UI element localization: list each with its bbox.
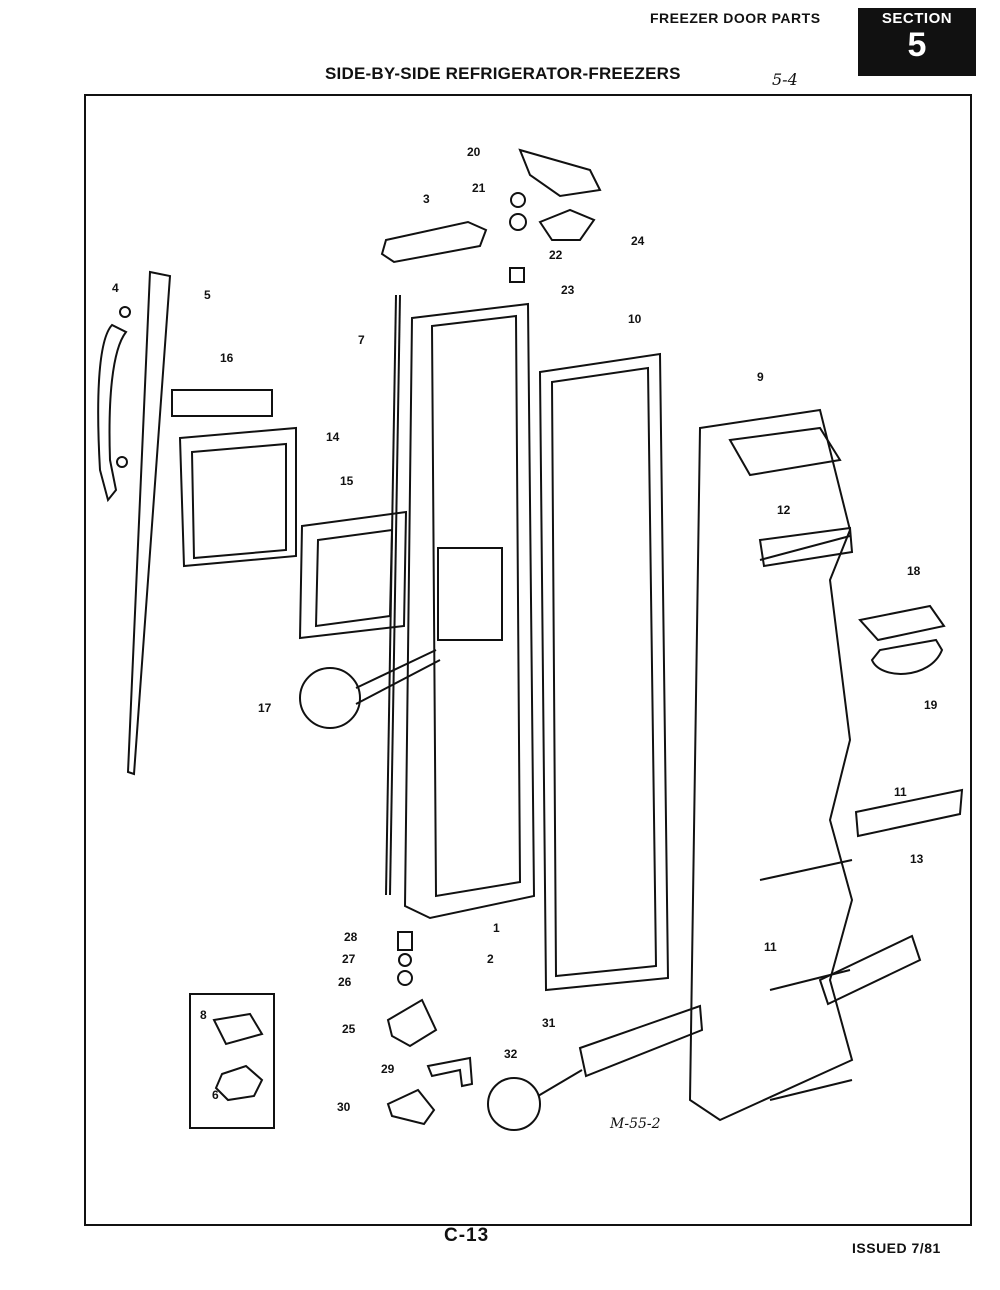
callout-17: 17 <box>258 701 272 715</box>
callout-29: 29 <box>381 1062 395 1076</box>
part-31-rail <box>578 1004 704 1078</box>
parts-6-8-inset <box>189 993 275 1129</box>
part-19-bracket <box>870 638 944 675</box>
drawing-code: M-55-2 <box>610 1116 661 1132</box>
callout-5: 5 <box>204 288 211 302</box>
part-30-cover <box>386 1088 436 1126</box>
callout-25: 25 <box>342 1022 356 1036</box>
part-17-detail <box>299 667 361 729</box>
callout-22: 22 <box>549 248 563 262</box>
section-label: SECTION <box>881 10 953 27</box>
callout-32: 32 <box>504 1047 518 1061</box>
section-badge: SECTION 5 <box>858 8 976 76</box>
callout-27: 27 <box>342 952 356 966</box>
page-title: SIDE-BY-SIDE REFRIGERATOR-FREEZERS <box>325 64 681 83</box>
callout-19: 19 <box>924 698 938 712</box>
callout-12: 12 <box>777 503 791 517</box>
part-4-handle <box>97 323 128 503</box>
callout-10: 10 <box>628 312 642 326</box>
section-number: 5 <box>907 26 927 64</box>
part-23-cap <box>509 267 525 283</box>
part-15-plate <box>298 510 408 640</box>
part-12-shelf <box>758 526 854 568</box>
section-title: FREEZER DOOR PARTS <box>650 10 821 26</box>
callout-23: 23 <box>561 283 575 297</box>
part-14-frame <box>178 426 297 568</box>
part-24-plate <box>538 208 596 241</box>
callout-6: 6 <box>212 1088 219 1102</box>
part-5-trim-strip <box>126 270 172 776</box>
part-8-button <box>212 1012 264 1046</box>
part-1-door-panel <box>403 302 536 920</box>
diagram-frame <box>84 94 972 1226</box>
callout-21: 21 <box>472 181 486 195</box>
callout-2: 2 <box>487 952 494 966</box>
part-6-nut <box>214 1064 264 1102</box>
part-27-washer <box>398 953 412 967</box>
callout-4: 4 <box>112 281 119 295</box>
callout-13: 13 <box>910 852 924 866</box>
part-10-gasket <box>538 352 670 992</box>
part-25-hinge <box>386 998 438 1048</box>
callout-7: 7 <box>358 333 365 347</box>
part-3-bracket <box>380 220 488 264</box>
part-11-rail <box>854 788 964 838</box>
callout-16: 16 <box>220 351 234 365</box>
callout-8: 8 <box>200 1008 207 1022</box>
callout-15: 15 <box>340 474 354 488</box>
callout-31: 31 <box>542 1016 556 1030</box>
part-20-hinge <box>518 148 602 198</box>
callout-28: 28 <box>344 930 358 944</box>
part-7-rod <box>385 294 397 896</box>
callout-24: 24 <box>631 234 645 248</box>
part-9-door-liner <box>688 408 854 1122</box>
part-22-bushing <box>509 213 527 231</box>
part-18-bin <box>858 604 946 642</box>
callout-26: 26 <box>338 975 352 989</box>
callout-20: 20 <box>467 145 481 159</box>
page-code: C-13 <box>444 1225 490 1246</box>
part-28-bushing <box>397 931 413 951</box>
part-32-detail <box>487 1077 541 1131</box>
callout-9: 9 <box>757 370 764 384</box>
callout-11a: 11 <box>894 785 907 799</box>
handwritten-note: 5-4 <box>772 70 798 89</box>
callout-30: 30 <box>337 1100 351 1114</box>
callout-14: 14 <box>326 430 340 444</box>
part-21-washer <box>510 192 526 208</box>
callout-1: 1 <box>493 921 500 935</box>
part-26-pin <box>397 970 413 986</box>
part-29-bracket <box>426 1056 474 1088</box>
issued-date: ISSUED 7/81 <box>852 1240 941 1256</box>
callout-11b: 11 <box>764 940 777 954</box>
part-16-strip <box>171 389 273 417</box>
callout-18: 18 <box>907 564 921 578</box>
callout-numbers: 1 2 3 4 5 6 7 8 9 10 11 11 12 13 14 15 1… <box>112 145 938 1114</box>
callout-3: 3 <box>423 192 430 206</box>
